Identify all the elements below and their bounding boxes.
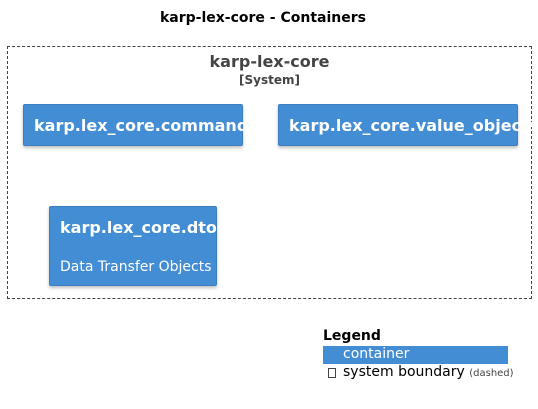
legend-item-boundary-label: system boundary (343, 364, 465, 380)
legend-title: Legend (323, 328, 381, 344)
boundary-swatch-icon (328, 368, 336, 378)
legend-item-boundary: system boundary (dashed) (323, 364, 514, 382)
legend: Legend container system boundary (dashed… (323, 328, 514, 382)
legend-item-container-label: container (343, 346, 410, 362)
system-boundary-name: karp-lex-core (209, 52, 330, 71)
container-commands-name: karp.lex_core.commands (34, 116, 258, 135)
system-boundary: karp-lex-core [System] (7, 46, 532, 299)
container-value-objects-name: karp.lex_core.value_objects (289, 116, 538, 135)
container-commands[interactable]: karp.lex_core.commands (23, 104, 258, 146)
container-swatch-icon (328, 350, 336, 360)
container-value-objects[interactable]: karp.lex_core.value_objects (278, 104, 538, 146)
legend-item-container: container (323, 346, 508, 364)
legend-item-boundary-text: system boundary (dashed) (343, 364, 514, 380)
container-dtos-name: karp.lex_core.dtos (60, 218, 227, 237)
diagram-title: karp-lex-core - Containers (159, 10, 366, 26)
legend-item-boundary-note: (dashed) (469, 368, 514, 379)
system-boundary-type: [System] (239, 73, 300, 87)
container-dtos[interactable]: karp.lex_core.dtos Data Transfer Objects (49, 206, 226, 286)
container-dtos-description: Data Transfer Objects (60, 259, 212, 275)
